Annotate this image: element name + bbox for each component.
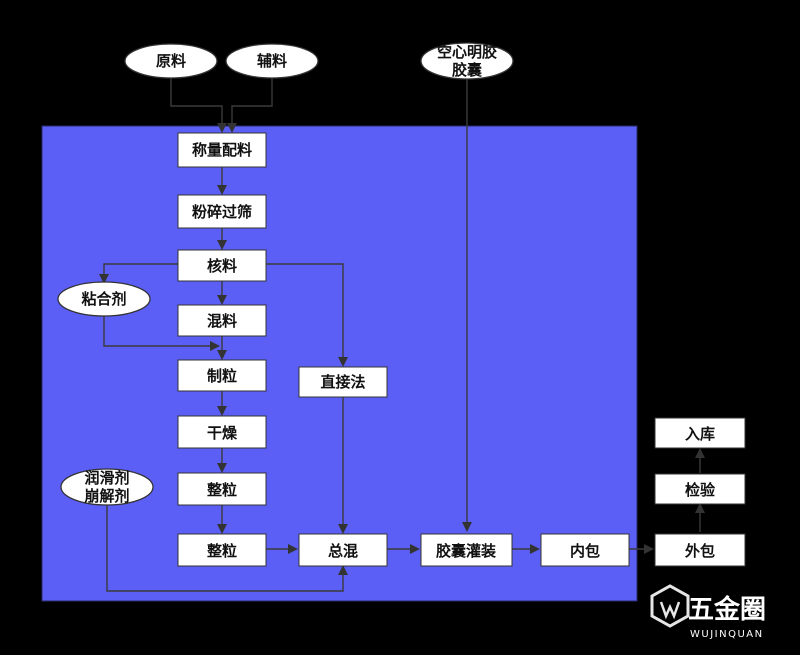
step-size2-label: 整粒 [207,542,237,560]
step-dry-label: 干燥 [207,424,238,442]
edge-binder-granulate [103,316,220,351]
step-inner-pack: 内包 [540,533,630,567]
step-size2: 整粒 [177,533,267,567]
input-binder: 粘合剂 [57,281,151,317]
step-fill: 胶囊灌装 [420,533,513,567]
wujinquan-logo-icon [650,584,690,628]
watermark-name: 五金圈 [688,594,766,625]
flow-edges [99,78,705,592]
process-panel [41,125,638,602]
step-mix-label: 混料 [207,312,237,330]
step-core: 核料 [177,249,267,282]
step-inner-pack-label: 内包 [570,542,600,560]
input-capsule-label-1: 空心明胶 [437,43,497,61]
step-direct: 直接法 [298,366,388,398]
input-aux-label: 辅料 [257,52,287,70]
step-core-label: 核料 [207,257,237,275]
step-mix: 混料 [177,304,267,337]
step-weigh-label: 称量配料 [192,141,252,159]
step-granulate-label: 制粒 [207,367,237,385]
step-dry: 干燥 [177,415,267,449]
edge-lubricant-totalmix [106,505,348,592]
step-total-mix-label: 总混 [328,542,358,560]
input-binder-label: 粘合剂 [81,290,126,308]
edge-raw-weigh [170,78,227,133]
step-direct-label: 直接法 [320,373,365,391]
step-granulate: 制粒 [177,359,267,392]
input-lubricant: 润滑剂 崩解剂 [60,468,154,506]
step-crush: 粉碎过筛 [177,194,267,229]
step-inspect: 检验 [654,473,746,505]
edge-aux-weigh [227,78,273,133]
input-capsule-label-2: 胶囊 [452,61,483,79]
step-crush-label: 粉碎过筛 [192,203,252,221]
step-weigh: 称量配料 [177,132,267,168]
input-raw-label: 原料 [156,52,186,70]
step-storage-label: 入库 [685,425,715,443]
input-lubricant-label-2: 崩解剂 [84,487,129,505]
step-storage: 入库 [654,417,746,449]
input-capsule: 空心明胶 胶囊 [420,42,514,80]
watermark: 五金圈 WUJINQUAN [650,584,766,640]
edge-core-direct [266,263,348,367]
step-outer-pack-label: 外包 [684,542,715,560]
input-raw: 原料 [124,43,218,79]
step-total-mix: 总混 [298,533,388,567]
input-aux: 辅料 [225,43,319,79]
watermark-subtitle: WUJINQUAN [690,629,764,640]
step-size1: 整粒 [177,472,267,506]
step-size1-label: 整粒 [207,481,237,499]
step-inspect-label: 检验 [685,481,716,499]
input-lubricant-label-1: 润滑剂 [84,469,129,487]
step-fill-label: 胶囊灌装 [436,542,497,560]
edge-core-binder [99,263,178,284]
step-outer-pack: 外包 [654,533,746,567]
